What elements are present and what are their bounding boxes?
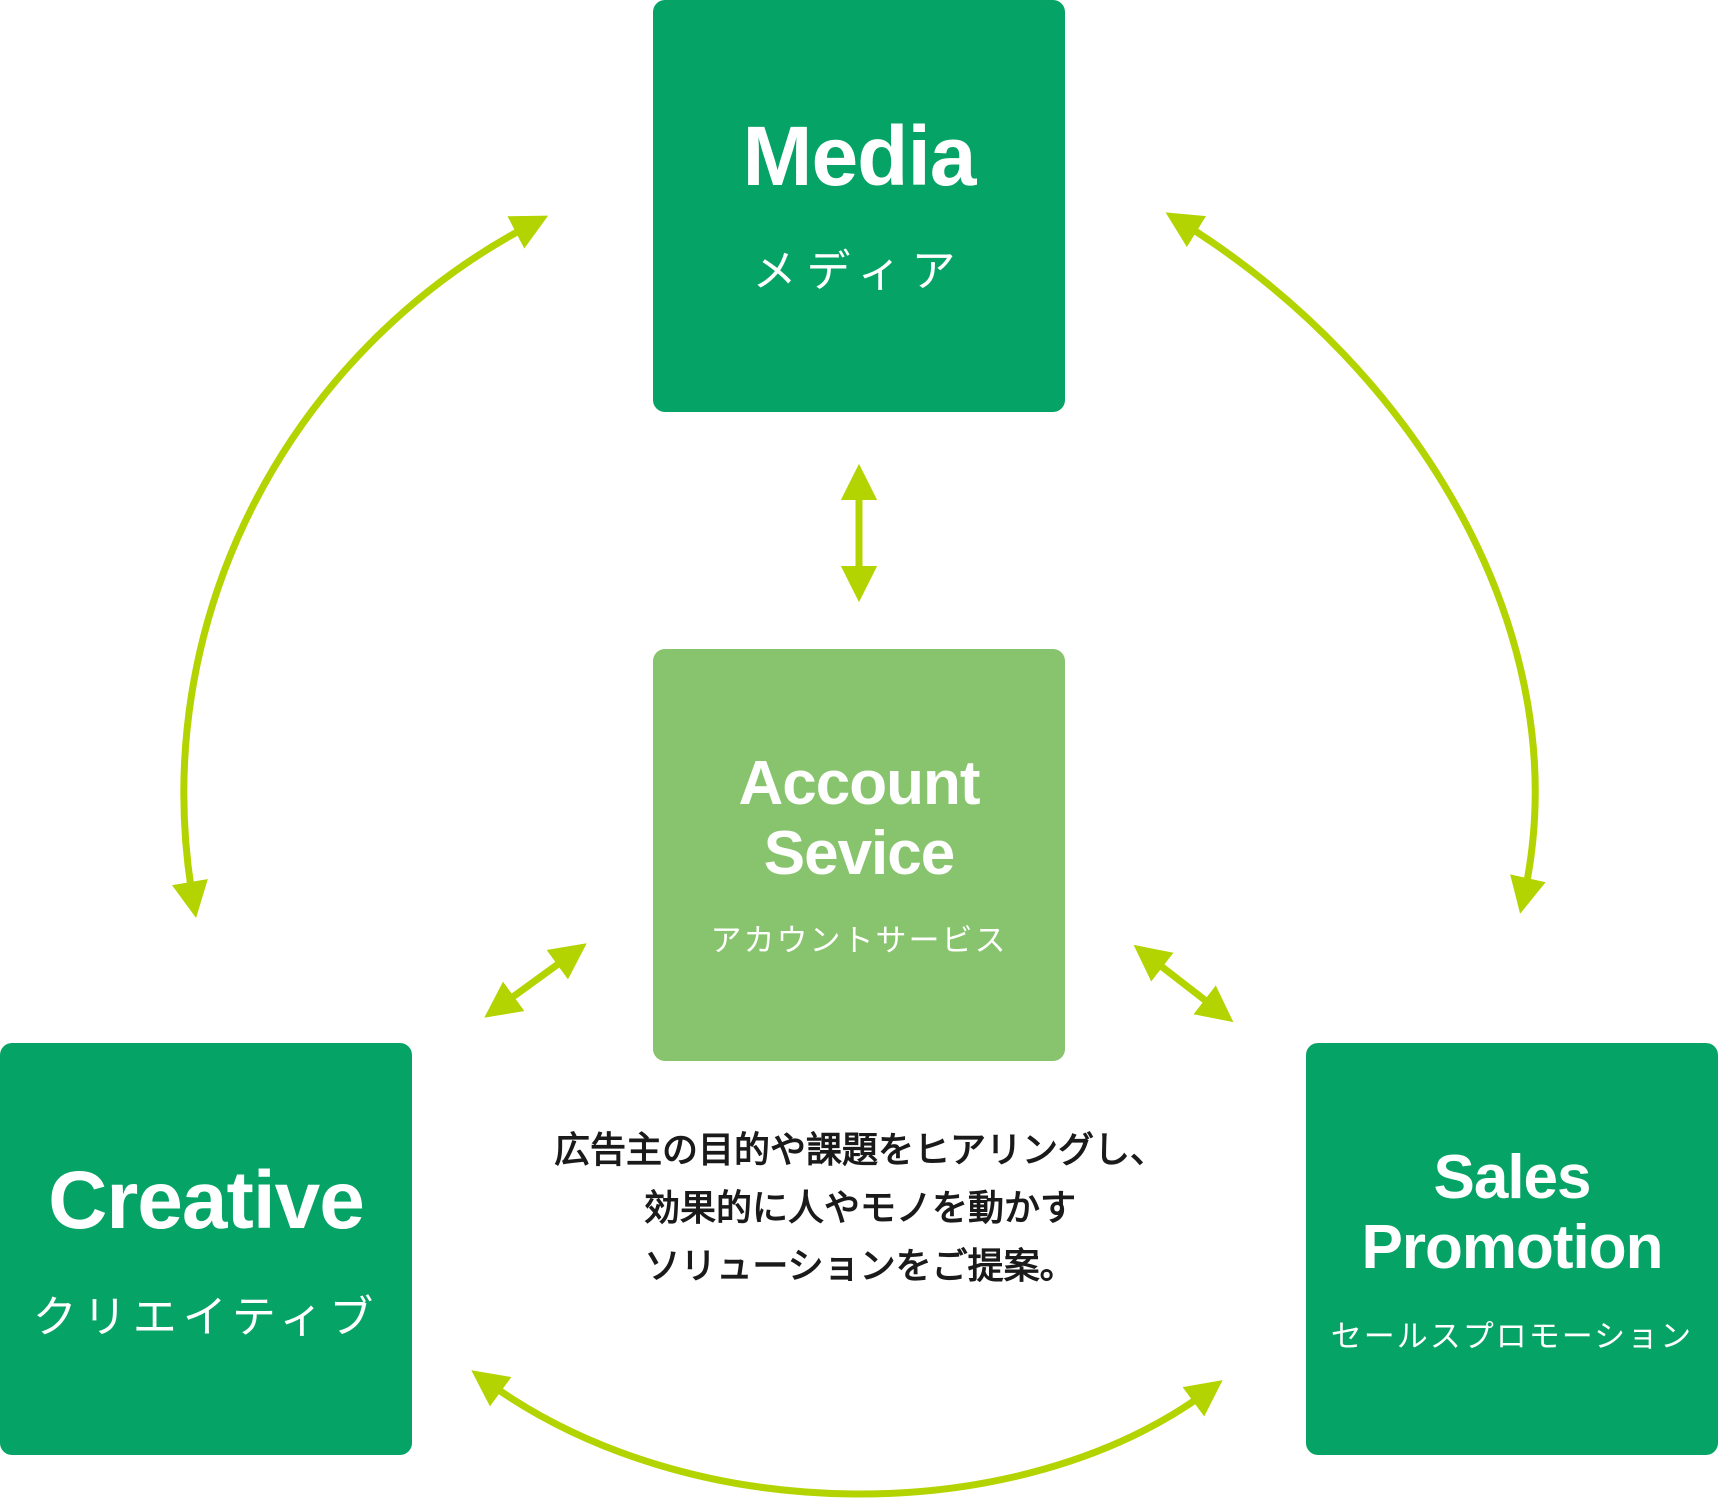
sales-promotion-title: Sales Promotion [1306,1143,1718,1283]
media-sales-arrow [1165,212,1546,914]
media-creative-arrow [171,215,549,918]
media-subtitle: メディア [752,246,966,297]
sales-promotion-subtitle: セールスプロモーション [1330,1319,1694,1355]
creative-sales-arrow [471,1370,1223,1498]
creative-node: Creative クリエイティブ [0,1043,412,1455]
caption-line-3: ソリューションをご提案。 [644,1246,1076,1287]
account-service-subtitle: アカウントサービス [710,923,1008,959]
media-node: Media メディア [653,0,1065,412]
sales-promotion-title-line1: Sales [1433,1143,1591,1212]
center-caption: 広告主の目的や課題をヒアリングし、 効果的に人やモノを動かす ソリューションをご… [470,1122,1250,1296]
creative-subtitle: クリエイティブ [32,1292,380,1343]
account-creative-arrow [484,943,587,1018]
account-sales-arrow [1133,944,1234,1023]
account-service-node: Account Sevice アカウントサービス [653,649,1065,1061]
account-service-title-line2: Sevice [763,819,956,888]
sales-promotion-node: Sales Promotion セールスプロモーション [1306,1043,1718,1455]
media-title: Media [742,109,976,203]
account-service-title-line1: Account [738,749,981,818]
sales-promotion-title-line2: Promotion [1361,1213,1664,1282]
account-service-title: Account Sevice [653,749,1065,889]
caption-line-2: 効果的に人やモノを動かす [643,1188,1076,1229]
creative-title: Creative [48,1155,365,1246]
caption-line-1: 広告主の目的や課題をヒアリングし、 [553,1130,1166,1171]
